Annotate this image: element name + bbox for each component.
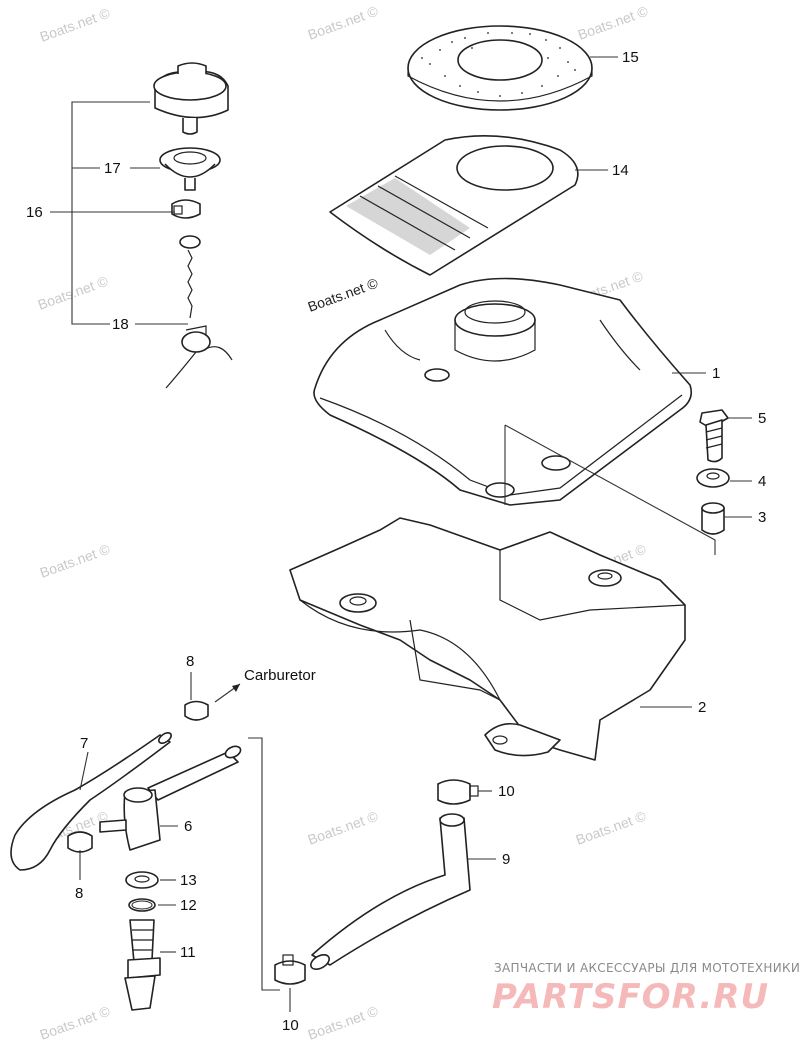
label-3: 3 (758, 509, 766, 526)
watermark: Boats.net © (306, 1002, 381, 1042)
label-18: 18 (112, 316, 129, 333)
part-10-clip-lower (274, 954, 306, 985)
part-14-gasket (329, 134, 579, 276)
label-7: 7 (80, 735, 88, 752)
label-14: 14 (612, 162, 629, 179)
leader-lines (50, 56, 752, 1012)
watermark: Boats.net © (36, 272, 111, 312)
label-11: 11 (180, 944, 196, 961)
label-12: 12 (180, 897, 197, 914)
label-8-lower: 8 (75, 885, 83, 902)
brand-tagline: ЗАПЧАСТИ И АКСЕССУАРЫ ДЛЯ МОТОТЕХНИКИ (494, 961, 800, 975)
watermark: Boats.net © (306, 807, 381, 847)
watermark: Boats.net © (574, 807, 649, 847)
part-17-cap-gasket (159, 147, 221, 191)
part-3-collar (701, 502, 725, 535)
watermark: Boats.net © (38, 4, 113, 44)
watermark: Boats.net © (38, 1002, 113, 1042)
watermark: Boats.net © (306, 2, 381, 42)
store-branding: ЗАПЧАСТИ И АКСЕССУАРЫ ДЛЯ МОТОТЕХНИКИ PA… (492, 961, 800, 1017)
label-13: 13 (180, 872, 197, 889)
part-2-fuel-tank-lower (289, 517, 686, 761)
part-15-foam-filter (407, 25, 593, 111)
part-8-clip-lower (67, 831, 93, 853)
label-5: 5 (758, 410, 766, 427)
label-8-upper: 8 (186, 653, 194, 670)
label-1: 1 (712, 365, 720, 382)
watermark: Boats.net © (38, 540, 113, 580)
label-10-upper: 10 (498, 783, 515, 800)
part-8-clip-upper (184, 700, 209, 721)
part-13-washer (125, 871, 159, 889)
part-4-washer (696, 468, 730, 488)
part-16-clip (171, 199, 201, 219)
part-1-fuel-tank-upper (313, 277, 693, 506)
carburetor-label: Carburetor (244, 667, 316, 684)
label-9: 9 (502, 851, 510, 868)
watermark: Boats.net © (576, 2, 651, 42)
label-15: 15 (622, 49, 639, 66)
part-10-clip-upper (437, 779, 479, 805)
part-6-fuel-cock (99, 745, 242, 851)
part-7-fuel-hose (10, 732, 172, 871)
label-2: 2 (698, 699, 706, 716)
part-9-hose (310, 813, 471, 971)
part-5-bolt (699, 409, 729, 463)
label-6: 6 (184, 818, 192, 835)
label-16: 16 (26, 204, 43, 221)
label-17: 17 (104, 160, 121, 177)
label-4: 4 (758, 473, 766, 490)
part-11-strainer (124, 919, 161, 1011)
center-watermark: Boats.net © (306, 274, 381, 314)
part-18-cap-strap (165, 235, 233, 389)
part-16-fuel-cap-assembly (153, 62, 229, 135)
brand-logo: PARTSFOR.RU (492, 977, 769, 1017)
part-number-labels: 15 14 1 5 4 3 2 10 9 6 13 12 11 8 8 7 10… (26, 49, 766, 1034)
part-12-o-ring (128, 898, 156, 912)
label-10-lower: 10 (282, 1017, 299, 1034)
